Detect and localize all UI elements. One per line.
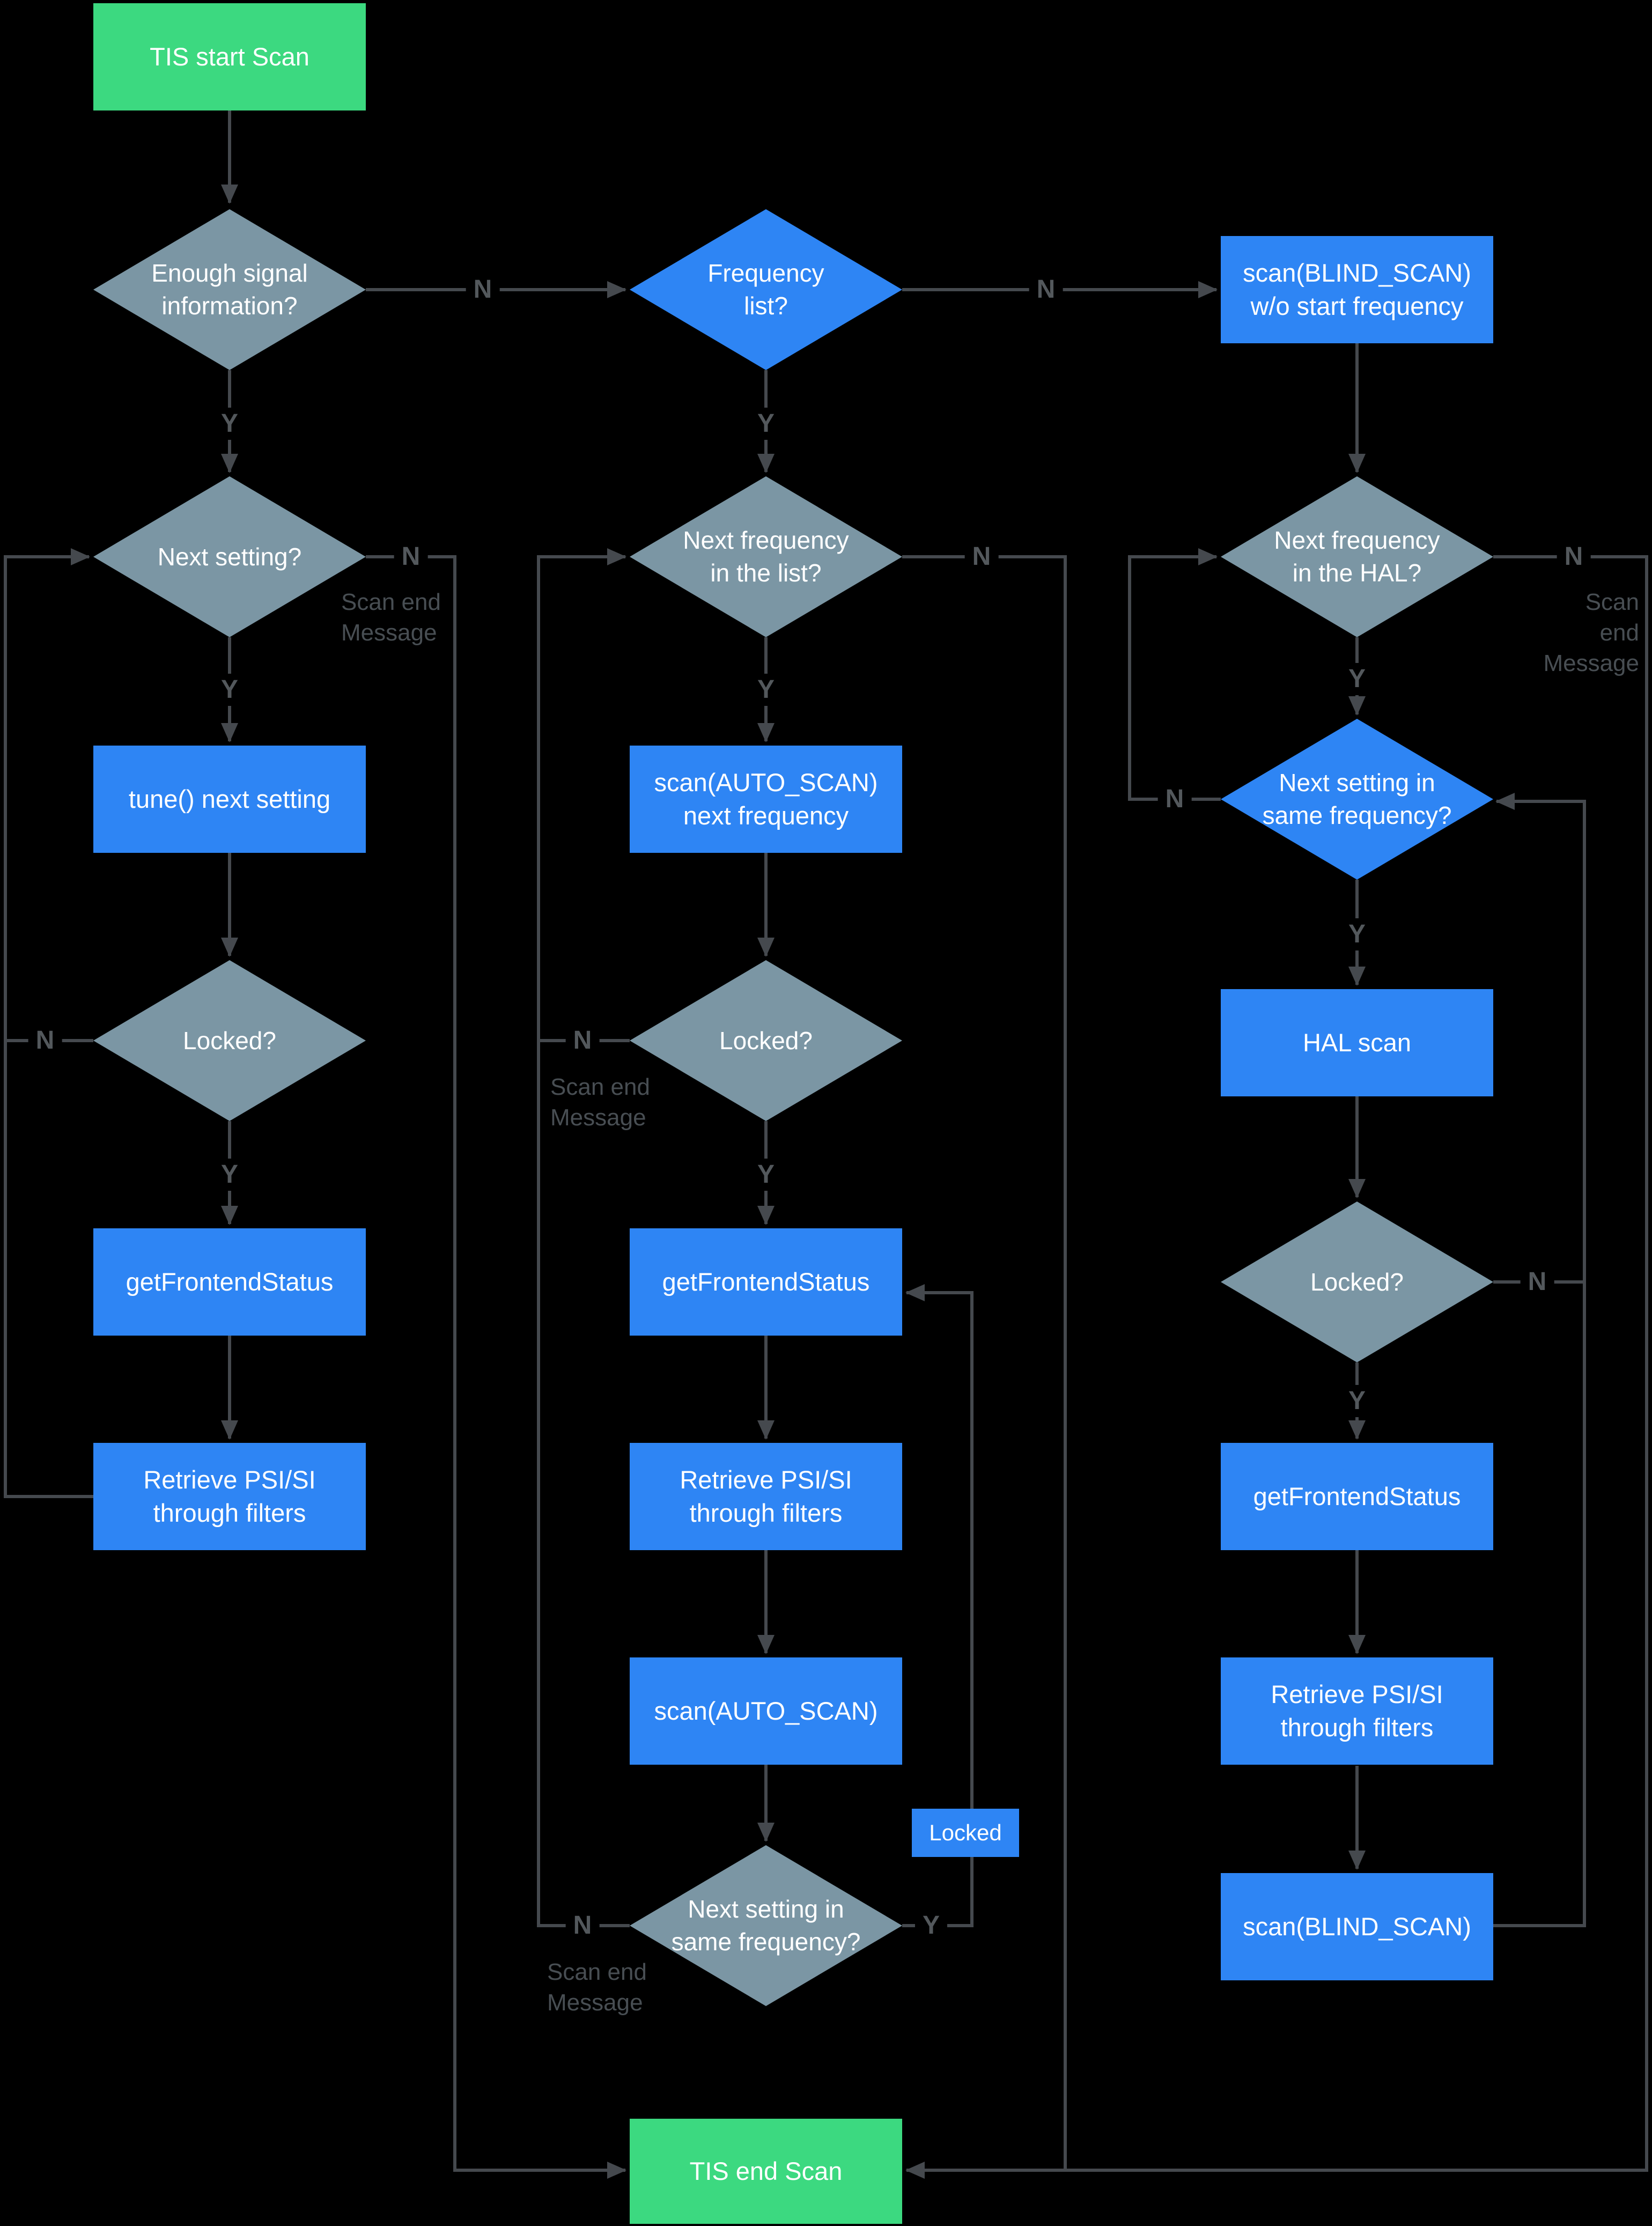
node-scan-blind-scan-wo-start-frequency: scan(BLIND_SCAN) w/o start frequency (1221, 236, 1493, 343)
label-no-ns2: N (565, 1910, 600, 1942)
label-yes-nextfreqlist: Y (749, 674, 783, 706)
node-get-frontend-status-3: getFrontendStatus (1221, 1443, 1493, 1550)
annotation-scan-end-col3: Scan end Message (1540, 586, 1642, 680)
label-no-locked1: N (28, 1024, 62, 1057)
node-retrieve-psi-si-1: Retrieve PSI/SI through filters (93, 1443, 366, 1550)
node-retrieve-psi-si-2: Retrieve PSI/SI through filters (630, 1443, 902, 1550)
label-yes-nextfreqhal: Y (1340, 663, 1374, 695)
annotation-scan-end-col2-ns: Scan end Message (544, 1956, 650, 2019)
edge-blind-loop (1493, 793, 1586, 1927)
node-tis-start-scan: TIS start Scan (93, 3, 366, 110)
label-yes-ns3: Y (1340, 918, 1374, 950)
node-scan-auto-scan-next-frequency: scan(AUTO_SCAN) next frequency (630, 746, 902, 853)
label-no-ns3: N (1157, 783, 1192, 815)
label-no-nextfreqhal: N (1557, 541, 1591, 573)
label-yes-locked3: Y (1340, 1385, 1374, 1417)
label-yes-locked2: Y (749, 1159, 783, 1191)
node-get-frontend-status-1: getFrontendStatus (93, 1228, 366, 1336)
annotation-scan-end-col1: Scan end Message (338, 586, 444, 650)
node-retrieve-psi-si-3: Retrieve PSI/SI through filters (1221, 1657, 1493, 1765)
node-hal-scan: HAL scan (1221, 989, 1493, 1096)
label-yes-freqlist: Y (749, 408, 783, 440)
label-no-nextsetting: N (394, 541, 428, 573)
label-no-enough: N (466, 274, 500, 306)
edge-col2-left-loop (537, 548, 630, 1927)
node-tis-end-scan: TIS end Scan (630, 2119, 902, 2224)
edge-ns3-n-loop (1128, 548, 1221, 801)
edge-ret1-loop (4, 548, 93, 1498)
label-yes-locked1: Y (213, 1159, 246, 1191)
annotation-scan-end-col2-locked: Scan end Message (547, 1071, 653, 1134)
label-yes-ns2: Y (914, 1910, 948, 1942)
label-yes-nextsetting: Y (213, 674, 246, 706)
tag-locked: Locked (912, 1809, 1019, 1857)
label-no-nextfreqlist: N (964, 541, 999, 573)
edge-nextfreq-n-scanend (902, 555, 1067, 2170)
label-no-locked2: N (565, 1024, 600, 1057)
node-scan-auto-scan: scan(AUTO_SCAN) (630, 1657, 902, 1765)
node-get-frontend-status-2: getFrontendStatus (630, 1228, 902, 1336)
label-yes-enough: Y (213, 408, 246, 440)
label-no-locked3: N (1520, 1266, 1554, 1298)
node-tune-next-setting: tune() next setting (93, 746, 366, 853)
label-no-freqlist: N (1029, 274, 1063, 306)
node-scan-blind-scan: scan(BLIND_SCAN) (1221, 1873, 1493, 1980)
